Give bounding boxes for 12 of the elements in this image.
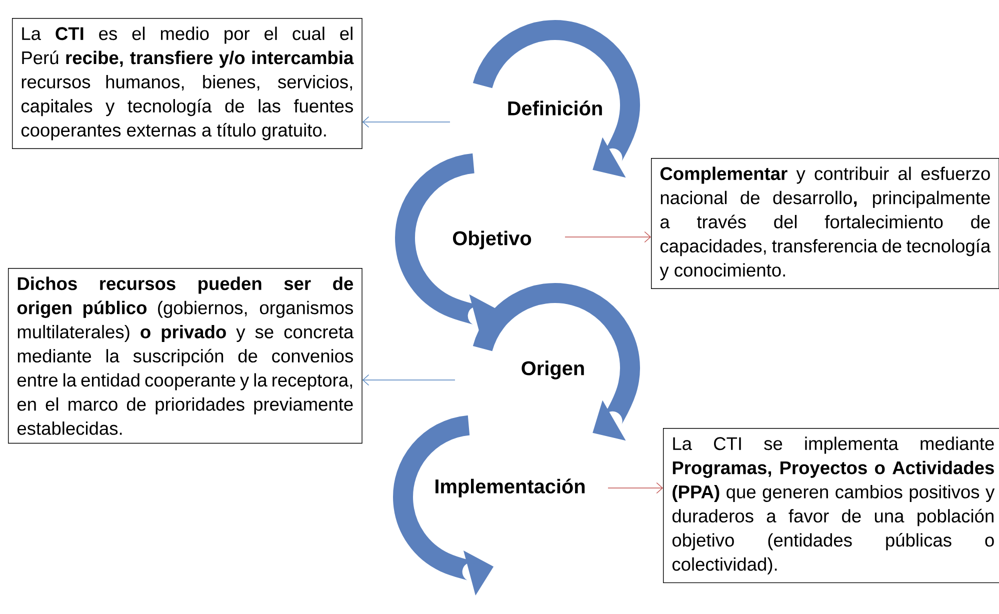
step-label: Implementación — [436, 478, 585, 498]
text-box: Dichos recursos pueden ser de origen público (gobiernos, organismos multilaterales) o privado y se concreta mediante la suscripción de convenios entre la entidad cooperante y la receptora, en el marco de prioridades previamente establecidas. — [8, 268, 362, 444]
step-label: Origen — [522, 360, 584, 380]
step-label: Objetivo — [452, 230, 532, 250]
text-box: La CTI se implementa mediante Programas, Proyectos o Actividades (PPA) que generen cambios positivos y duraderos a favor de una población objetivo (entidades públicas o colectividad). — [663, 428, 999, 584]
arrow — [564, 231, 652, 243]
text-box: Complementar y contribuir al esfuerzo nacional de desarrollo, principalmente a través del fortalecimiento de capacidades, transferencia de tecnología y conocimiento. — [651, 158, 999, 289]
arrow — [608, 482, 664, 494]
arrow — [362, 116, 450, 128]
step-label: Definición — [508, 100, 602, 116]
arrow — [362, 374, 456, 386]
text-box: La CTI es el medio por el cual el Perú recibe, transfiere y/o intercambia recursos humanos, bienes, servicios, capitales y tecnología de las fuentes cooperantes externas a título gratuito. — [12, 18, 362, 149]
